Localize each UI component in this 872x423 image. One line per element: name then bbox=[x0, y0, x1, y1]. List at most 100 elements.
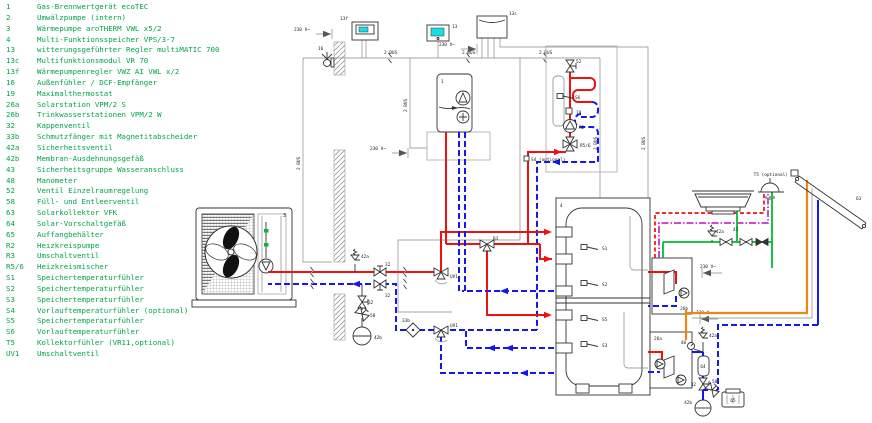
bus-label: 2 BUS bbox=[593, 136, 599, 150]
safety-group-label: 43 bbox=[733, 227, 739, 233]
legend-item-key: 52 bbox=[6, 186, 15, 196]
boiler-label: 1 bbox=[441, 79, 444, 85]
cap-valve-label: 32 bbox=[368, 300, 374, 306]
legend-item-key: 13c bbox=[6, 56, 20, 66]
bathtub bbox=[692, 190, 754, 215]
legend-item-key: 13f bbox=[6, 67, 20, 77]
legend-item-key: 58 bbox=[6, 197, 15, 207]
r3-label: R3 bbox=[493, 236, 499, 242]
s5-label: S5 bbox=[602, 317, 608, 323]
bus-label: 2 BUS bbox=[296, 156, 302, 170]
solar-collector-63: 63 T5 (optional) bbox=[754, 169, 867, 230]
legend-item-label: Umschaltventil bbox=[37, 349, 100, 358]
legend-item-key: 3 bbox=[6, 23, 11, 33]
legend-item-key: R2 bbox=[6, 240, 15, 250]
legend-item: T5 Kollektorfühler (VR11,optional) bbox=[6, 338, 219, 349]
legend-item-key: 1 bbox=[6, 2, 11, 11]
legend-item-label: Heizkreispumpe bbox=[37, 240, 100, 250]
power-label: 230 V~ bbox=[700, 264, 716, 270]
manometer-label: 48 bbox=[681, 340, 687, 346]
legend-item-key: S3 bbox=[6, 294, 15, 304]
legend-item-label: Ventil Einzelraumregelung bbox=[37, 186, 149, 196]
legend-item-label: Umwälzpumpe (intern) bbox=[37, 12, 126, 22]
legend-item: 13c Multifunktionsmodul VR 70 bbox=[6, 56, 219, 67]
controller-13: 13 bbox=[426, 24, 458, 42]
heat-pump-label: 3 bbox=[283, 213, 286, 219]
legend-item-label: Trinkwasserstationen VPM/2 W bbox=[37, 110, 162, 120]
solar-station-label: 26a bbox=[654, 336, 662, 342]
legend-item: 58 Füll- und Entleerventil bbox=[6, 197, 219, 208]
legend-item-key: R3 bbox=[6, 251, 15, 261]
legend-item-label: Speichertemperaturfühler bbox=[37, 283, 144, 293]
safety-valve-label: 42a bbox=[709, 333, 717, 339]
legend-item-label: Sicherheitsgruppe Wasseranschluss bbox=[37, 164, 184, 174]
domestic-water: 42a 43 bbox=[654, 192, 773, 268]
sensor-mark bbox=[264, 229, 269, 233]
hp-line-fittings: 32 32 42a 32 58 42b bbox=[350, 248, 391, 346]
legend-item-label: Solar-Vorschaltgefäß bbox=[37, 218, 126, 228]
fill-valve-label: 58 bbox=[712, 379, 718, 385]
legend-item-label: Vorlauftemperaturfühler bbox=[37, 327, 140, 337]
bus-wiring: 2 BUS 2 BUS 2 BUS 2 BUS 2 BUS 2 BUS 2 BU… bbox=[296, 38, 649, 313]
legend-item-key: 64 bbox=[6, 218, 15, 228]
cap-valve-label: 32 bbox=[691, 382, 697, 388]
legend-item-key: S2 bbox=[6, 283, 15, 293]
thermostat-label: 19 bbox=[576, 110, 582, 116]
solar-vessel-label: 64 bbox=[700, 364, 706, 370]
legend-item-label: Maximalthermostat bbox=[37, 88, 113, 98]
legend-item-key: S6 bbox=[6, 327, 15, 337]
s3-label: S3 bbox=[602, 343, 608, 349]
legend-item-label: Multifunktionsmodul VR 70 bbox=[37, 56, 149, 66]
legend-item-key: 65 bbox=[6, 229, 15, 239]
legend-item-label: Solarkollektor VFK bbox=[37, 208, 118, 218]
legend-item-label: Umschaltventil bbox=[37, 251, 100, 261]
legend-item: R3 Umschaltventil bbox=[6, 251, 219, 262]
legend-item: 52 Ventil Einzelraumregelung bbox=[6, 186, 219, 197]
tank-label: 4 bbox=[560, 203, 563, 209]
legend-item-key: 19 bbox=[6, 88, 15, 98]
legend-item-key: 42b bbox=[6, 153, 20, 163]
dhw-station-label: 26b bbox=[680, 306, 688, 312]
switch-valves: UV1 R3 UV1 33b S4 (optional) bbox=[402, 155, 565, 343]
solar-loop bbox=[686, 180, 819, 391]
legend-item: 1 Gas-Brennwertgerät ecoTEC bbox=[6, 2, 219, 13]
strainer-label: 33b bbox=[402, 318, 410, 324]
outdoor-sensor-label: 16 bbox=[318, 46, 324, 52]
t5-optional-label: T5 (optional) bbox=[754, 172, 788, 178]
legend-item-label: Wärmepumpenregler VWZ AI VWL x/2 bbox=[37, 67, 180, 77]
uv1-label: UV1 bbox=[450, 323, 458, 329]
legend-item: 2 Umwälzpumpe (intern) bbox=[6, 13, 219, 24]
legend-item-label: Kollektorfühler (VR11,optional) bbox=[37, 338, 175, 348]
legend-item-label: Multi-Funktionsspeicher VPS/3-7 bbox=[37, 34, 175, 44]
legend-item-key: 26a bbox=[6, 99, 20, 109]
legend-item-key: 2 bbox=[6, 12, 11, 22]
legend-item-label: Manometer bbox=[37, 175, 78, 185]
heating-circuit: 52 S6 19 R2 R5/6 bbox=[536, 45, 618, 330]
legend-item-key: T5 bbox=[6, 338, 15, 348]
outdoor-sensor-16: 16 bbox=[318, 46, 335, 68]
exp-vessel-label: 42b bbox=[374, 335, 382, 341]
legend-item-label: Gas-Brennwertgerät ecoTEC bbox=[37, 2, 149, 11]
module-13c: 13c bbox=[476, 11, 517, 39]
mixer-label: R5/6 bbox=[580, 143, 591, 149]
power-label: 230 V~ bbox=[370, 146, 386, 152]
legend-item-key: 4 bbox=[6, 34, 11, 44]
solar-safety-group: 42a 48 64 32 42b 58 65 bbox=[681, 326, 745, 417]
legend-item-label: Füll- und Entleerventil bbox=[37, 197, 140, 207]
wall bbox=[333, 41, 346, 341]
exp-vessel-label: 42b bbox=[684, 400, 692, 406]
legend-item-key: S1 bbox=[6, 273, 15, 283]
legend-item-label: Schmutzfänger mit Magnetitabscheider bbox=[37, 132, 198, 142]
legend-item-key: R5/6 bbox=[6, 262, 24, 272]
